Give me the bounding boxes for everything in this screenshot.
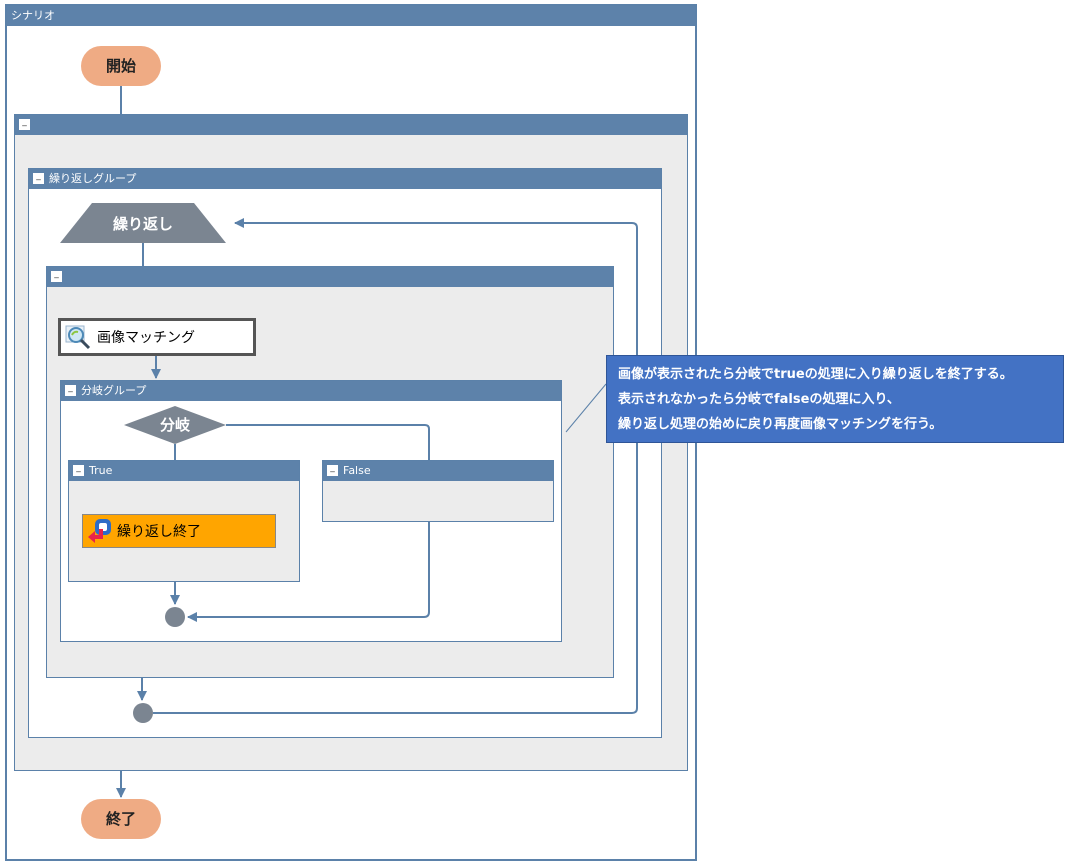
outer-group-header: _ (15, 115, 687, 135)
end-node[interactable]: 終了 (81, 799, 161, 839)
loop-group-title: 繰り返しグループ (49, 172, 137, 185)
true-branch-title: True (89, 464, 113, 477)
collapse-toggle-icon[interactable]: _ (327, 463, 338, 476)
branch-diamond[interactable] (124, 406, 226, 444)
scenario-title: シナリオ (11, 9, 55, 22)
false-branch-header: _ False (323, 461, 553, 481)
true-branch-header: _ True (69, 461, 299, 481)
loop-end-label: 繰り返し終了 (117, 524, 201, 540)
collapse-toggle-icon[interactable]: _ (73, 463, 84, 476)
loop-end-action[interactable]: 繰り返し終了 (82, 514, 276, 548)
collapse-toggle-icon[interactable]: _ (51, 269, 62, 282)
collapse-toggle-icon[interactable]: _ (19, 117, 30, 130)
branch-merge-node (165, 607, 185, 627)
image-match-label: 画像マッチング (97, 330, 195, 346)
loop-merge-node (133, 703, 153, 723)
magnifier-icon (65, 324, 91, 350)
branch-label: 分岐 (159, 416, 190, 434)
loop-exit-icon (87, 517, 113, 545)
false-branch-title: False (343, 464, 371, 477)
note-line: 表示されなかったら分岐でfalseの処理に入り、 (618, 392, 900, 407)
collapse-toggle-icon[interactable]: _ (65, 383, 76, 396)
collapse-toggle-icon[interactable]: _ (33, 171, 44, 184)
branch-group-header: _ 分岐グループ (61, 381, 561, 401)
inner-group-header: _ (47, 267, 613, 287)
false-branch: _ False (322, 460, 554, 522)
note-line: 画像が表示されたら分岐でtrueの処理に入り繰り返しを終了する。 (618, 367, 1013, 382)
scenario-header: シナリオ (7, 6, 695, 26)
loop-group-header: _ 繰り返しグループ (29, 169, 661, 189)
image-match-action[interactable]: 画像マッチング (58, 318, 256, 356)
start-node[interactable]: 開始 (81, 46, 161, 86)
loop-label: 繰り返し (112, 215, 173, 233)
note-line: 繰り返し処理の始めに戻り再度画像マッチングを行う。 (618, 417, 943, 432)
note-callout: 画像が表示されたら分岐でtrueの処理に入り繰り返しを終了する。 表示されなかっ… (606, 355, 1064, 443)
loop-trapezoid[interactable] (60, 203, 226, 243)
branch-group-title: 分岐グループ (81, 384, 147, 397)
